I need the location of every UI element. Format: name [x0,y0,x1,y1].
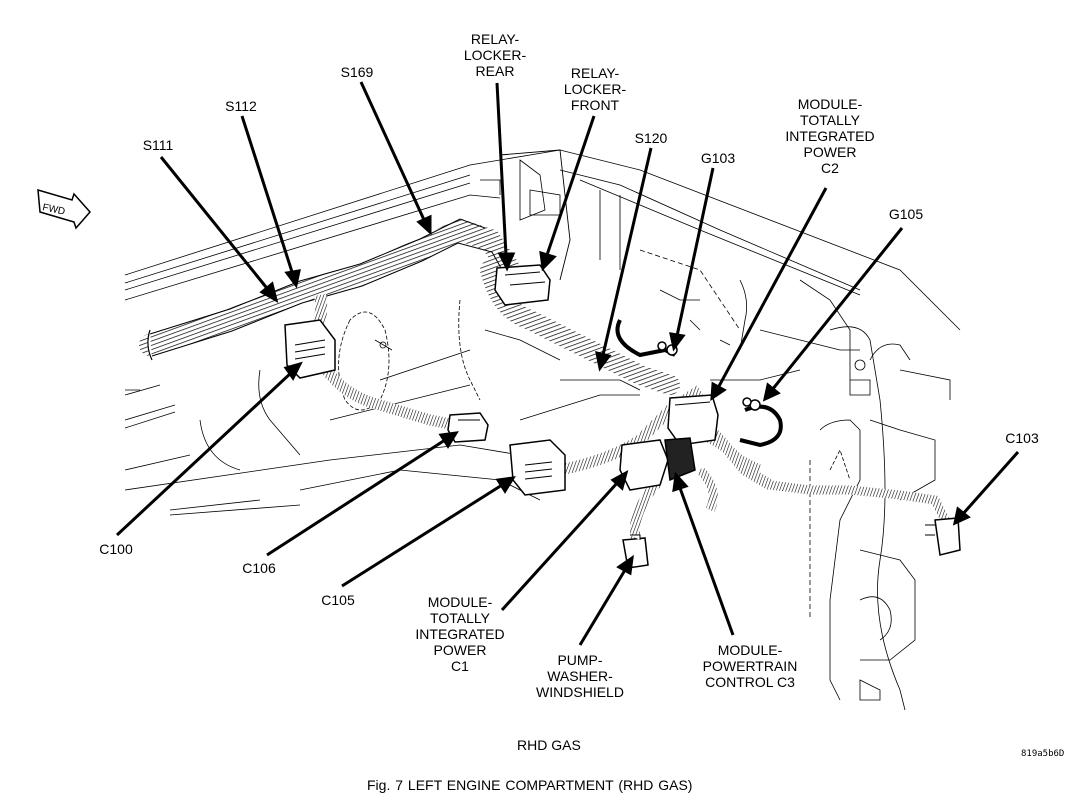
label-relay-locker-rear: RELAY- LOCKER- REAR [463,31,527,79]
label-c103: C103 [1005,430,1039,446]
body-panel-outlines [124,149,961,711]
image-code: 819a5b6D [1021,749,1065,759]
connector-pcm-c3 [664,437,696,482]
connectors [284,264,961,569]
ground-g103 [657,341,678,356]
connector-c105 [509,439,566,496]
label-s169: S169 [340,64,374,80]
label-s112: S112 [225,98,257,114]
ground-g105 [742,397,761,411]
label-relay-locker-front: RELAY- LOCKER- FRONT [563,65,627,113]
label-g103: G103 [700,150,736,166]
label-g105: G105 [888,206,924,222]
label-pcm-c3: MODULE- POWERTRAIN CONTROL C3 [702,642,798,690]
label-tipm-c2: MODULE- TOTALLY INTEGRATED POWER C2 [785,96,875,176]
label-c106: C106 [242,560,276,576]
leader-lines [115,81,1020,646]
relay-locker-block [494,264,551,306]
fwd-arrow-icon: FWD [37,188,91,230]
label-pump-washer-windshield: PUMP- WASHER- WINDSHIELD [536,652,624,700]
label-c100: C100 [99,541,133,557]
connector-c106 [447,412,489,443]
label-tipm-c1: MODULE- TOTALLY INTEGRATED POWER C1 [415,594,505,674]
label-s120: S120 [634,130,668,146]
connector-tipm-c2 [667,394,719,446]
label-s111: S111 [142,137,174,153]
connector-c103 [925,517,961,556]
svg-text:FWD: FWD [41,202,66,217]
figure-caption: Fig. 7 LEFT ENGINE COMPARTMENT (RHD GAS) [367,777,693,793]
connector-tipm-c1 [619,439,669,491]
label-c105: C105 [321,592,355,608]
figure-subtitle: RHD GAS [517,737,581,753]
